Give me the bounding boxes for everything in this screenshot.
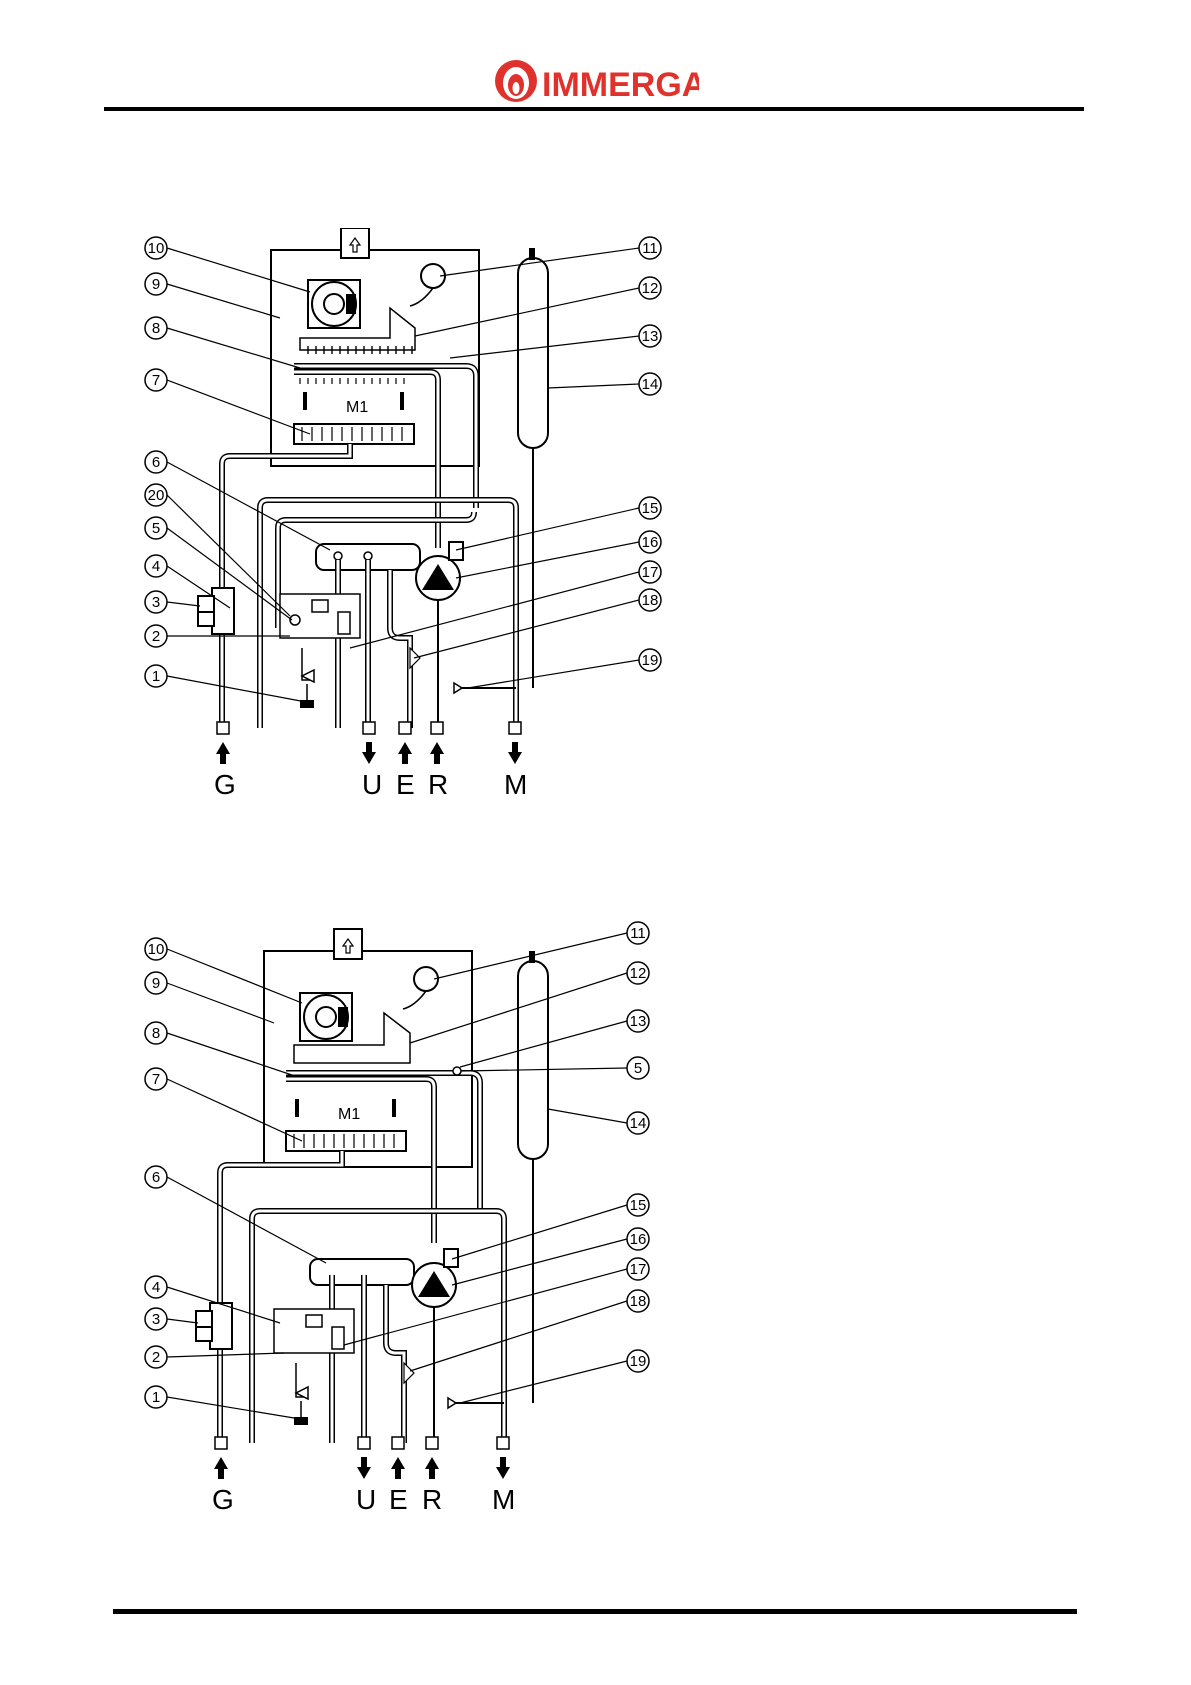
callout-16: 16	[642, 534, 659, 551]
diagram-2-svg: M1	[130, 913, 690, 1543]
callout-9: 9	[152, 276, 160, 293]
burner-label: M1	[346, 399, 368, 416]
fan	[308, 280, 360, 328]
callout-5: 5	[634, 1060, 642, 1077]
callout-14: 14	[642, 376, 659, 393]
callout-1: 1	[152, 668, 160, 685]
conn-dhw-out: U	[362, 769, 382, 800]
callout-19: 19	[642, 652, 659, 669]
callout-2: 2	[152, 628, 160, 645]
callout-10: 10	[148, 240, 165, 257]
callout-8: 8	[152, 320, 160, 337]
diagram-1-svg: M1	[130, 228, 690, 858]
callout-18: 18	[630, 1293, 647, 1310]
header-rule	[104, 107, 1084, 111]
callout-6: 6	[152, 454, 160, 471]
callout-6: 6	[152, 1169, 160, 1186]
callout-9: 9	[152, 975, 160, 992]
gas-valve	[198, 588, 234, 634]
footer-rule	[113, 1609, 1077, 1614]
callout-13: 13	[642, 328, 659, 345]
callout-12: 12	[630, 965, 647, 982]
callout-2: 2	[152, 1349, 160, 1366]
callout-15: 15	[630, 1197, 647, 1214]
callout-1: 1	[152, 1389, 160, 1406]
conn-cold-in: E	[389, 1484, 408, 1515]
callout-13: 13	[630, 1013, 647, 1030]
fan	[300, 993, 352, 1041]
gas-valve	[196, 1303, 232, 1349]
callout-4: 4	[152, 558, 160, 575]
conn-flow: M	[492, 1484, 515, 1515]
conn-flow: M	[504, 769, 527, 800]
callout-10: 10	[148, 941, 165, 958]
immergas-logo: IMMERGAS	[494, 58, 699, 104]
callout-5: 5	[152, 520, 160, 537]
callout-18: 18	[642, 592, 659, 609]
callout-3: 3	[152, 594, 160, 611]
conn-gas: G	[214, 769, 236, 800]
conn-return: R	[428, 769, 448, 800]
callout-7: 7	[152, 1071, 160, 1088]
conn-return: R	[422, 1484, 442, 1515]
callout-14: 14	[630, 1115, 647, 1132]
callout-11: 11	[642, 240, 658, 257]
callout-12: 12	[642, 280, 659, 297]
callout-3: 3	[152, 1311, 160, 1328]
burner-label: M1	[338, 1106, 360, 1123]
callout-8: 8	[152, 1025, 160, 1042]
conn-cold-in: E	[396, 769, 415, 800]
conn-dhw-out: U	[356, 1484, 376, 1515]
callout-20: 20	[148, 487, 165, 504]
callout-19: 19	[630, 1353, 647, 1370]
callout-4: 4	[152, 1279, 160, 1296]
callout-15: 15	[642, 500, 659, 517]
callout-11: 11	[630, 925, 646, 942]
conn-gas: G	[212, 1484, 234, 1515]
logo-text: IMMERGAS	[542, 66, 699, 104]
callout-17: 17	[630, 1261, 647, 1278]
boiler-diagram-1: M1	[130, 228, 690, 858]
callout-7: 7	[152, 372, 160, 389]
callout-17: 17	[642, 564, 659, 581]
boiler-diagram-2: M1	[130, 913, 690, 1543]
callout-16: 16	[630, 1231, 647, 1248]
